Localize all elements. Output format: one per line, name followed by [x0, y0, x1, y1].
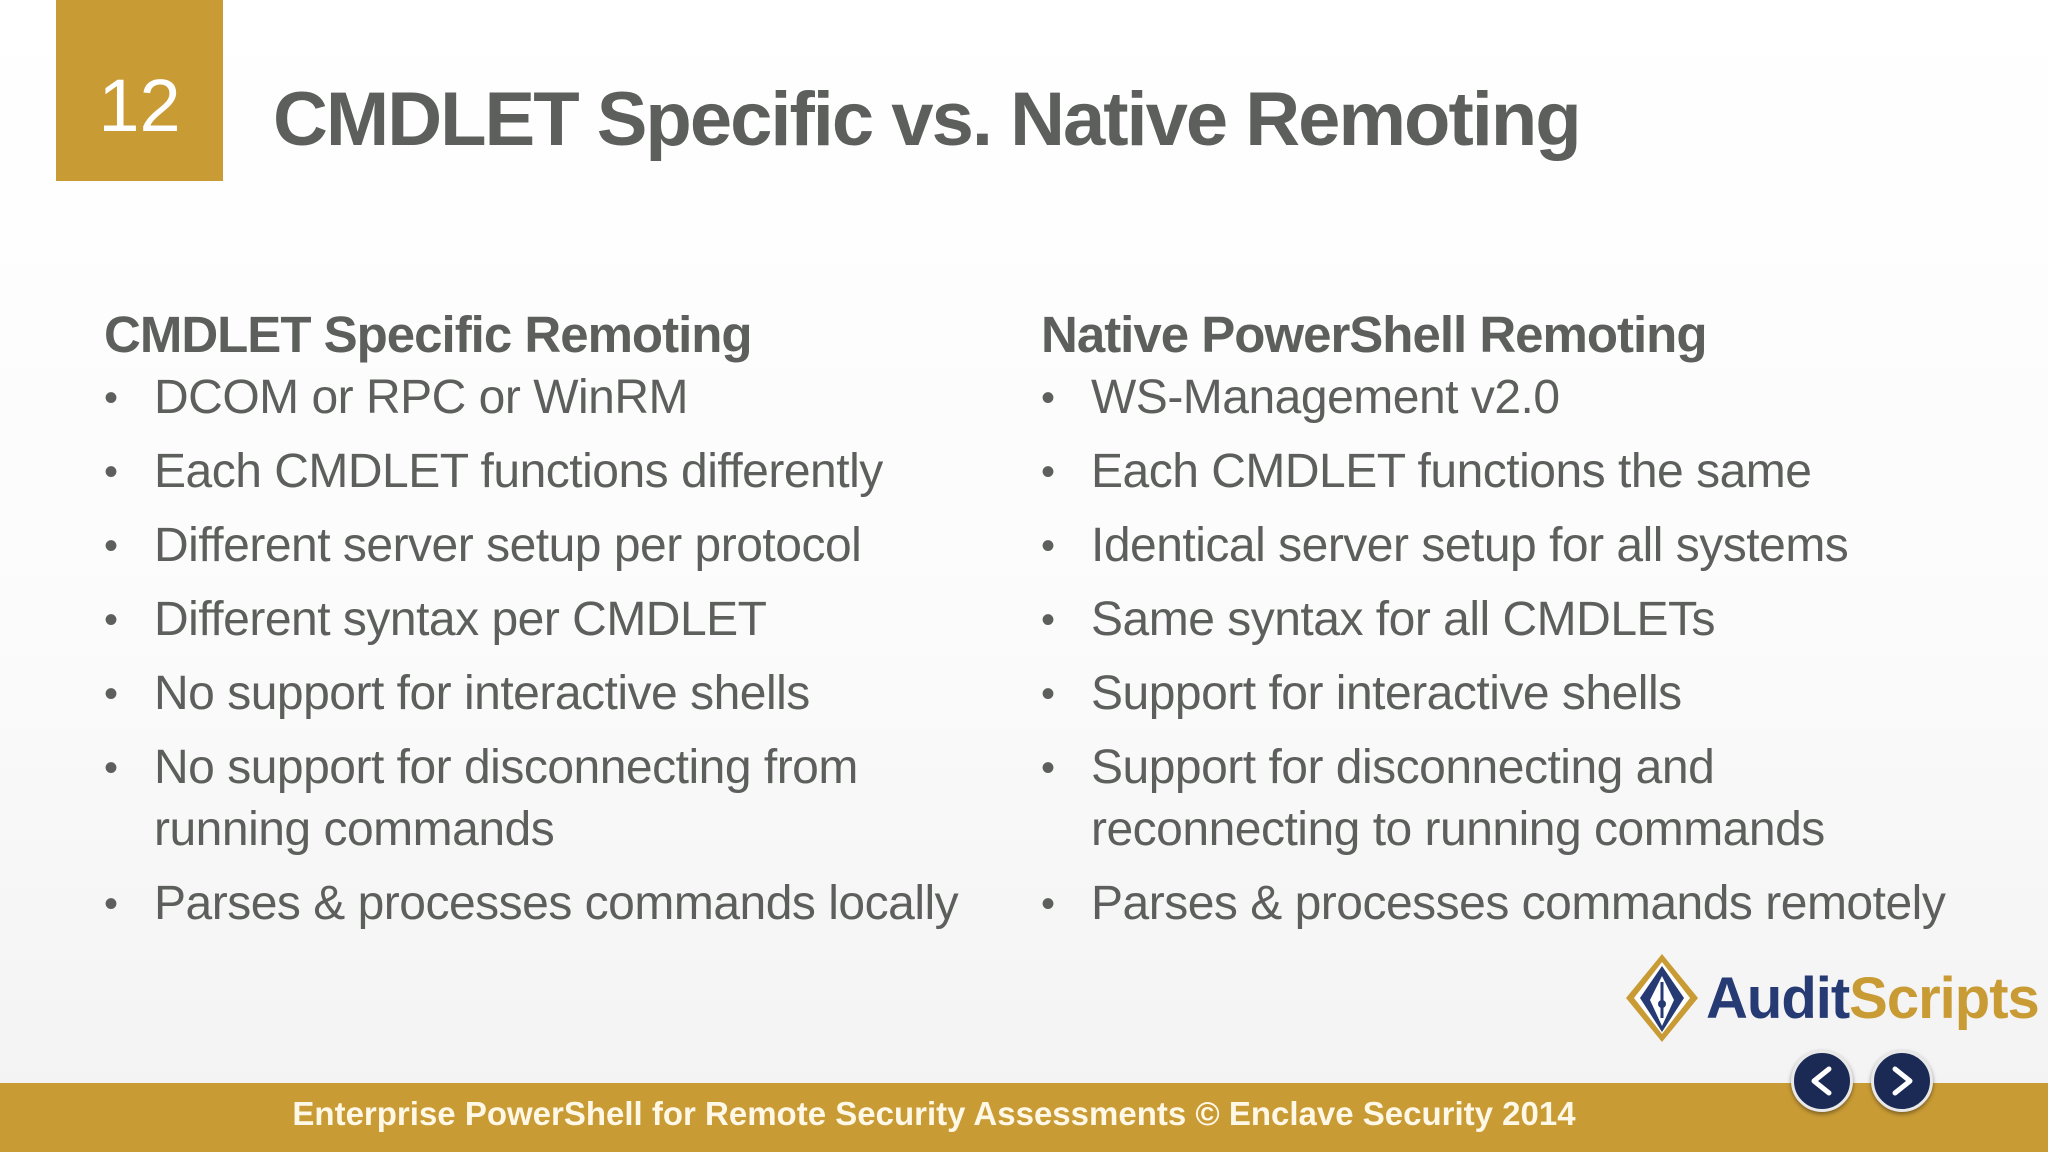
bullet-item: Different syntax per CMDLET: [104, 589, 1004, 651]
logo-wordmark: AuditScripts: [1706, 965, 2040, 1032]
pen-nib-icon: [1626, 954, 1698, 1042]
bullet-item: DCOM or RPC or WinRM: [104, 367, 1004, 429]
next-slide-button[interactable]: [1871, 1050, 1933, 1112]
chevron-left-icon: [1811, 1066, 1832, 1096]
bullet-item: Support for interactive shells: [1041, 663, 2031, 725]
left-bullet-list: DCOM or RPC or WinRM Each CMDLET functio…: [104, 367, 1004, 935]
bullet-item: Each CMDLET functions the same: [1041, 441, 2031, 503]
bullet-item: WS-Management v2.0: [1041, 367, 2031, 429]
logo-scripts-text: Scripts: [1849, 965, 2040, 1031]
bullet-item: Same syntax for all CMDLETs: [1041, 589, 2031, 651]
slide-title: CMDLET Specific vs. Native Remoting: [273, 77, 1582, 162]
right-column: Native PowerShell Remoting WS-Management…: [1041, 303, 2031, 935]
bullet-item: Different server setup per protocol: [104, 515, 1004, 577]
logo-audit-text: Audit: [1706, 965, 1850, 1031]
slide-number-box: 12: [56, 0, 223, 181]
bullet-item: Support for disconnecting and reconnecti…: [1041, 737, 1871, 861]
bullet-item: Parses & processes commands locally: [104, 873, 1004, 935]
bullet-item: No support for disconnecting from runnin…: [104, 737, 934, 861]
bullet-item: Each CMDLET functions differently: [104, 441, 1004, 503]
bullet-item: Parses & processes commands remotely: [1041, 873, 2031, 935]
bullet-item: Identical server setup for all systems: [1041, 515, 2031, 577]
previous-slide-button[interactable]: [1791, 1050, 1853, 1112]
slide-number: 12: [98, 64, 181, 147]
auditscripts-logo: AuditScripts: [1622, 952, 2042, 1044]
left-column: CMDLET Specific Remoting DCOM or RPC or …: [104, 303, 1004, 935]
bullet-item: No support for interactive shells: [104, 663, 1004, 725]
footer-bar: [0, 1083, 2048, 1152]
left-column-heading: CMDLET Specific Remoting: [104, 306, 753, 363]
footer-text: Enterprise PowerShell for Remote Securit…: [292, 1095, 1576, 1132]
chevron-right-icon: [1892, 1066, 1913, 1096]
right-bullet-list: WS-Management v2.0 Each CMDLET functions…: [1041, 367, 2031, 935]
right-column-heading: Native PowerShell Remoting: [1041, 306, 1708, 363]
